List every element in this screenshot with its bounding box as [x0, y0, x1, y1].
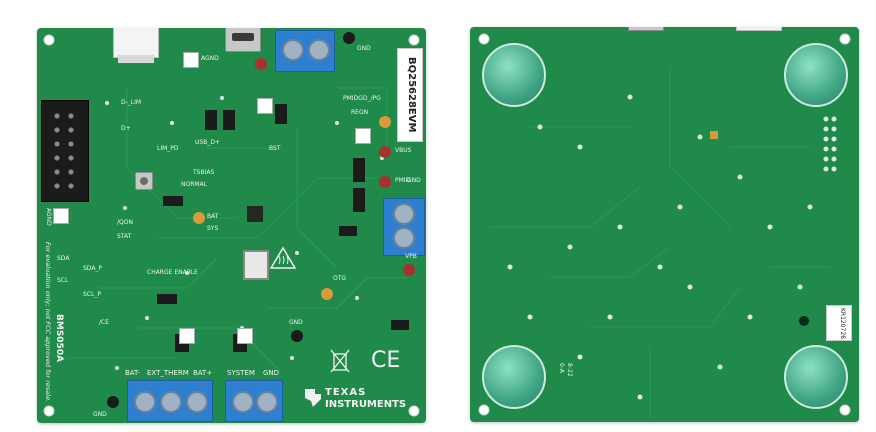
- label-bst: BST: [269, 145, 281, 152]
- test-point-white-agnd: [183, 52, 199, 68]
- label-usb-d: USB_D+: [195, 139, 220, 146]
- rubber-bumper-bottom-left: [482, 345, 546, 409]
- brand-line2: INSTRUMENTS: [325, 399, 407, 410]
- label-vpb: VPB: [405, 253, 417, 260]
- test-point-vpb: [403, 264, 415, 276]
- pcb-front: BQ25628EVM CE: [37, 28, 426, 423]
- board-id: BMS050A: [54, 314, 64, 363]
- serial-label: KR120726: [839, 308, 846, 340]
- test-point-white-bat: [179, 328, 195, 344]
- micro-usb-connector: [225, 28, 261, 52]
- test-point-pmid: [379, 176, 391, 188]
- label-bat-minus: BAT-: [125, 369, 141, 377]
- label-ext-therm: EXT_THERM: [147, 369, 189, 377]
- pcb-back: KR120726 8-22 0-A: [470, 27, 859, 422]
- test-point-gnd-corner: [107, 396, 119, 408]
- label-gnd-right: GND: [407, 177, 421, 184]
- test-point-top-red: [255, 58, 267, 70]
- label-sys: SYS: [207, 225, 219, 232]
- label-agnd-top: AGND: [201, 55, 219, 62]
- test-point-white-ilim: [257, 98, 273, 114]
- pcb-back-traces: [478, 33, 851, 417]
- test-point-sys: [193, 212, 205, 224]
- label-sda-p: SDA_P: [83, 265, 103, 272]
- pin-header-left: [41, 100, 89, 202]
- pcb-front-traces: [43, 34, 420, 417]
- label-tsbias: TSBIAS: [193, 169, 215, 176]
- disclaimer-text: For evaluation only; not FCC approved fo…: [44, 242, 52, 403]
- product-label-sticker: BQ25628EVM: [397, 48, 423, 142]
- charger-ic: [247, 206, 263, 222]
- test-point-gnd-mid: [291, 330, 303, 342]
- terminal-block-right: [383, 198, 425, 256]
- rubber-bumper-top-right: [784, 43, 848, 107]
- ce-mark: CE: [371, 348, 401, 373]
- lot-code: 0-A: [558, 363, 565, 373]
- jumper-11: [353, 188, 365, 212]
- jumper-10: [353, 158, 365, 182]
- test-point-gnd-top: [343, 32, 355, 44]
- label-gnd-corner: GND: [93, 411, 107, 418]
- label-ce: /CE: [99, 319, 110, 326]
- label-lim-pd: LIM_PD: [157, 145, 179, 152]
- test-point-otg: [321, 288, 333, 300]
- label-scl: SCL: [57, 277, 69, 284]
- label-system: SYSTEM: [227, 369, 255, 377]
- label-pmidgd-pg: PMIDGD_/PG: [343, 95, 381, 102]
- product-label: BQ25628EVM: [406, 57, 417, 133]
- label-gnd-mid: GND: [289, 319, 303, 326]
- label-vbus: VBUS: [395, 147, 412, 154]
- terminal-block-bottom-left: [127, 380, 213, 422]
- ti-logo-icon: [305, 389, 321, 407]
- jumper-3: [275, 104, 287, 124]
- push-button: [135, 172, 153, 190]
- jumper-5: [157, 294, 177, 304]
- jumper-9: [391, 320, 409, 330]
- label-qon: /QON: [117, 219, 133, 226]
- inductor: [243, 250, 269, 280]
- label-stat: STAT: [117, 233, 132, 240]
- back-connector-top-left: [628, 27, 664, 31]
- back-connector-top-right: [736, 27, 782, 31]
- test-point-regn: [379, 116, 391, 128]
- label-sda: SDA: [57, 255, 70, 262]
- rubber-bumper-top-left: [482, 43, 546, 107]
- hot-surface-icon: [269, 246, 297, 269]
- label-agnd-left: AGND: [45, 208, 52, 226]
- label-gnd-top: GND: [357, 45, 371, 52]
- rubber-bumper-bottom-right: [784, 345, 848, 409]
- label-d-lim: D-_LIM: [121, 99, 142, 106]
- jumper-4: [163, 196, 183, 206]
- terminal-block-top: [275, 30, 335, 72]
- serial-label-sticker: KR120726: [826, 305, 852, 341]
- label-bat-plus: BAT+: [193, 369, 213, 377]
- weee-bin-icon: [330, 349, 350, 373]
- jumper-1: [205, 110, 217, 130]
- test-point-vbus: [379, 146, 391, 158]
- test-point-white-pmidgd: [355, 128, 371, 144]
- test-point-white-sys: [237, 328, 253, 344]
- label-regn: REGN: [351, 109, 369, 116]
- label-normal: NORMAL: [181, 181, 208, 188]
- label-pmid: PMID: [395, 177, 411, 184]
- label-gnd-bottom: GND: [263, 369, 280, 377]
- label-charge-enable: CHARGE ENABLE: [147, 269, 198, 276]
- test-point-white-left: [53, 208, 69, 224]
- brand-line1: TEXAS: [325, 387, 367, 398]
- top-white-connector: [113, 28, 159, 63]
- terminal-block-bottom-right: [225, 380, 283, 422]
- jumper-2: [223, 110, 235, 130]
- label-scl-p: SCL_P: [83, 291, 101, 298]
- label-bat: BAT: [207, 213, 219, 220]
- label-otg: OTG: [333, 275, 347, 282]
- jumper-8: [339, 226, 357, 236]
- date-code: 8-22: [566, 363, 573, 377]
- label-d-plus: D+: [121, 125, 131, 132]
